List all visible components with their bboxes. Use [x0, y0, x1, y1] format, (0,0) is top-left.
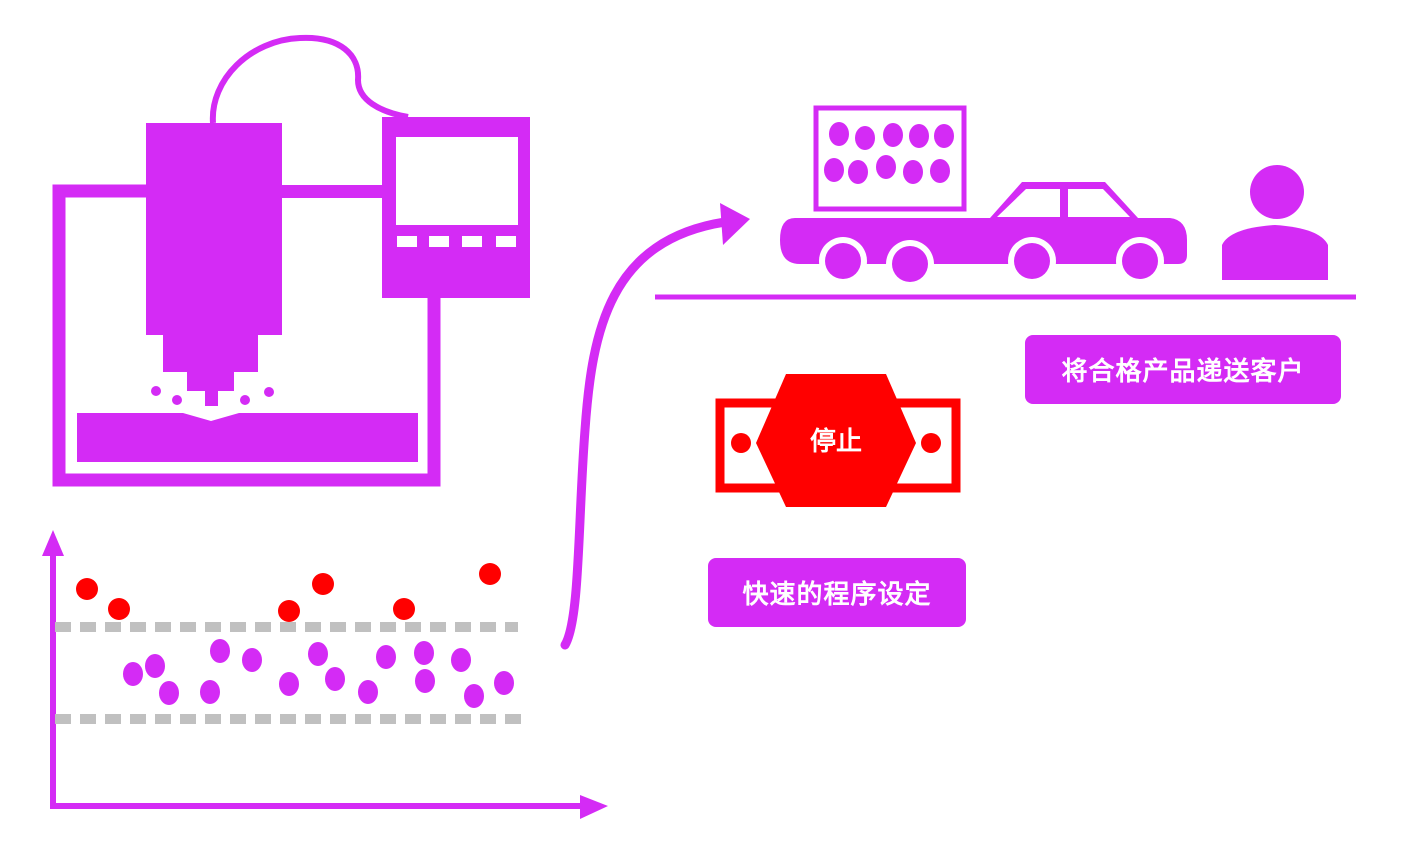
truck-window	[1068, 189, 1130, 217]
person-body	[1222, 225, 1328, 280]
crate-item	[930, 159, 950, 183]
cnc-machine-icon	[52, 34, 530, 487]
spindle-low	[187, 372, 234, 391]
control-button[interactable]	[429, 236, 449, 247]
chip	[172, 395, 182, 405]
stop-label: 停止	[809, 427, 862, 457]
spindle-head	[146, 123, 282, 335]
flow-arrow-path	[560, 217, 730, 650]
wheel	[886, 240, 934, 288]
crate-item	[903, 160, 923, 184]
y-axis-arrow-icon	[42, 530, 64, 556]
crate-item	[934, 124, 954, 148]
in-spec-point	[325, 667, 345, 691]
control-button[interactable]	[496, 236, 516, 247]
in-spec-point	[464, 684, 484, 708]
in-spec-point	[279, 672, 299, 696]
control-button[interactable]	[397, 236, 417, 247]
control-screen	[396, 137, 518, 225]
crate-items	[824, 122, 954, 184]
crate-item	[824, 158, 844, 182]
in-spec-point	[414, 641, 434, 665]
stop-bar-dot	[921, 433, 941, 453]
crate-item	[848, 160, 868, 184]
out-of-spec-point	[76, 578, 98, 600]
in-spec-point	[451, 648, 471, 672]
wheel	[1008, 237, 1056, 285]
person-head	[1250, 165, 1304, 219]
chip	[264, 387, 274, 397]
chip	[240, 395, 250, 405]
stop-bar-dot	[731, 433, 751, 453]
out-of-spec-point	[278, 600, 300, 622]
machine-cable	[209, 34, 409, 124]
in-spec-point	[415, 669, 435, 693]
flow-arrow-head	[720, 203, 750, 245]
chip	[151, 386, 161, 396]
crate-item	[876, 155, 896, 179]
crate-item	[855, 126, 875, 150]
in-spec-point	[242, 648, 262, 672]
quick-program-setup-label: 快速的程序设定	[708, 558, 966, 627]
out-of-spec-point	[393, 598, 415, 620]
chart-points	[76, 563, 514, 708]
truck-window	[997, 189, 1060, 217]
control-chart-icon	[42, 530, 608, 819]
stop-hexagon-icon	[715, 374, 961, 507]
in-spec-point	[358, 680, 378, 704]
in-spec-point	[159, 681, 179, 705]
in-spec-point	[376, 645, 396, 669]
wheel	[819, 237, 867, 285]
crate	[813, 105, 967, 212]
machine-top-rail	[280, 185, 384, 198]
machine-frame	[52, 184, 441, 487]
x-axis-arrow-icon	[580, 795, 608, 819]
control-button[interactable]	[462, 236, 482, 247]
crate-item	[829, 122, 849, 146]
in-spec-point	[200, 680, 220, 704]
out-of-spec-point	[108, 598, 130, 620]
in-spec-point	[145, 654, 165, 678]
control-panel-icon	[382, 117, 530, 298]
person-icon	[1222, 165, 1328, 280]
in-spec-point	[494, 671, 514, 695]
crate-item	[909, 124, 929, 148]
in-spec-point	[123, 662, 143, 686]
stop-hexagon	[756, 374, 916, 507]
wheel	[1116, 237, 1164, 285]
work-piece	[77, 413, 418, 462]
spindle-mid	[163, 335, 258, 372]
curved-arrow-icon	[560, 203, 750, 650]
in-spec-point	[210, 639, 230, 663]
drill-bit	[205, 391, 218, 406]
out-of-spec-point	[312, 573, 334, 595]
deliver-to-customer-label: 将合格产品递送客户	[1025, 335, 1341, 404]
in-spec-point	[308, 642, 328, 666]
crate-item	[883, 123, 903, 147]
delivery-truck-icon	[780, 105, 1187, 288]
out-of-spec-point	[479, 563, 501, 585]
